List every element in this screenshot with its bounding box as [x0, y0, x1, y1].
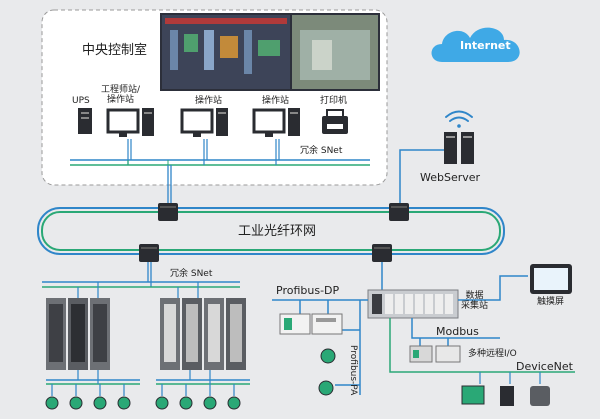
fiber-ring-label: 工业光纤环网 — [238, 224, 317, 239]
field-instrument-icon — [318, 348, 336, 396]
devicenet-device-icon — [461, 385, 550, 406]
data-station-label-line1: 数据 — [465, 291, 484, 301]
ups-label: UPS — [72, 96, 90, 106]
ups-icon — [78, 108, 92, 134]
control-cabinet-icon — [46, 298, 110, 370]
snet-bottom-bus — [42, 262, 240, 298]
webserver-label: WebServer — [420, 171, 481, 184]
operator-station-label-2: 操作站 — [262, 96, 290, 106]
data-station-label: 数据 采集站 — [461, 291, 489, 312]
data-station-label-line2: 采集站 — [461, 300, 489, 311]
data-station-icon — [367, 289, 459, 319]
engineer-station-label-line2: 操作站 — [107, 94, 135, 105]
snet-top-label: 冗余 SNet — [300, 146, 343, 156]
touchscreen-link — [458, 275, 528, 301]
control-cabinet-icon — [160, 298, 246, 370]
profibus-dp-bus — [272, 299, 368, 395]
remote-io-label: 多种远程I/O — [468, 349, 517, 359]
modbus-label: Modbus — [436, 325, 479, 338]
monitor-icon — [106, 108, 140, 137]
devicenet-label: DeviceNet — [516, 360, 573, 373]
touchscreen-label: 触摸屏 — [537, 297, 565, 307]
modbus-bus — [411, 318, 500, 346]
field-bus-left — [46, 370, 140, 396]
control-room-title: 中央控制室 — [82, 43, 148, 58]
webserver-link — [399, 149, 444, 203]
profibus-pa-label: Profibus-PA — [348, 345, 358, 396]
server-tower-icon — [142, 108, 154, 136]
network-switch-icon — [389, 203, 409, 221]
control-room-display — [160, 13, 380, 91]
server-tower-icon — [216, 108, 228, 136]
dp-device-icon — [279, 313, 343, 335]
touchscreen-icon — [530, 264, 572, 294]
operator-station-label-1: 操作站 — [195, 96, 223, 106]
fiber-ring — [37, 207, 505, 255]
webserver-icon — [444, 132, 474, 164]
monitor-icon — [252, 108, 286, 137]
network-switch-icon — [139, 244, 159, 262]
field-instrument-icon — [45, 396, 241, 410]
cloud-icon — [431, 27, 520, 62]
devicenet-bus — [389, 318, 575, 384]
printer-label: 打印机 — [320, 96, 348, 106]
network-switch-icon — [158, 203, 178, 221]
snet-top-bus — [70, 139, 370, 203]
field-bus-right — [156, 370, 250, 396]
printer-icon — [322, 109, 348, 134]
profibus-dp-label: Profibus-DP — [276, 284, 340, 297]
network-switch-icon — [372, 244, 392, 262]
wifi-icon — [445, 110, 473, 128]
snet-bottom-label: 冗余 SNet — [170, 269, 213, 279]
remote-io-icon — [409, 345, 461, 363]
engineer-station-label-line1: 工程师站/ — [101, 85, 141, 95]
internet-label: Internet — [460, 39, 511, 52]
engineer-station-label: 工程师站/ 操作站 — [101, 85, 141, 106]
monitor-icon — [180, 108, 214, 137]
server-tower-icon — [288, 108, 300, 136]
